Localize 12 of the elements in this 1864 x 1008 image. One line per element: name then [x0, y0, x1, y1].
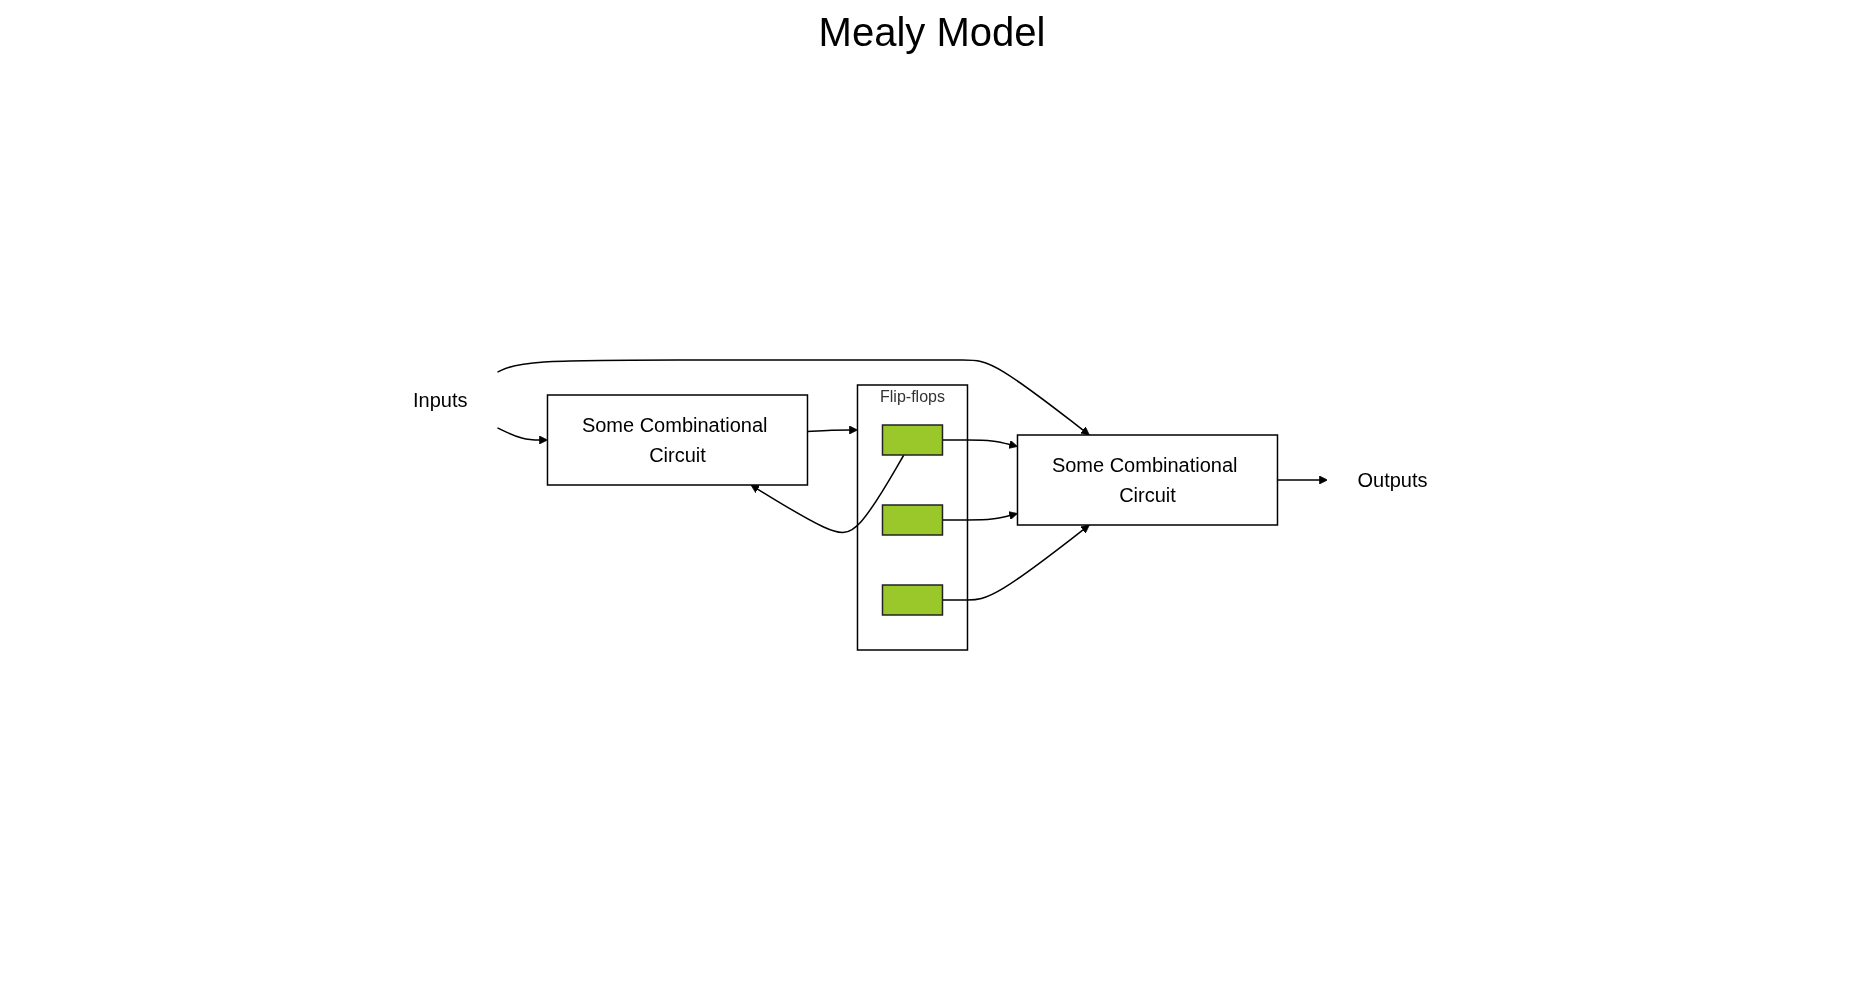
cluster: Flip-flops — [856, 384, 968, 651]
node-box — [881, 424, 943, 456]
node-box: Some Combinational Circuit — [546, 394, 808, 486]
diagram-title: Mealy Model — [817, 10, 1047, 55]
arrow — [496, 359, 1090, 436]
node-box: Some Combinational Circuit — [1016, 434, 1278, 526]
node-box — [881, 584, 943, 616]
node-text: Inputs — [412, 389, 468, 411]
node-text: Outputs — [1357, 469, 1428, 491]
arrow — [750, 454, 905, 534]
arrow — [496, 427, 548, 445]
node-box — [881, 504, 943, 536]
